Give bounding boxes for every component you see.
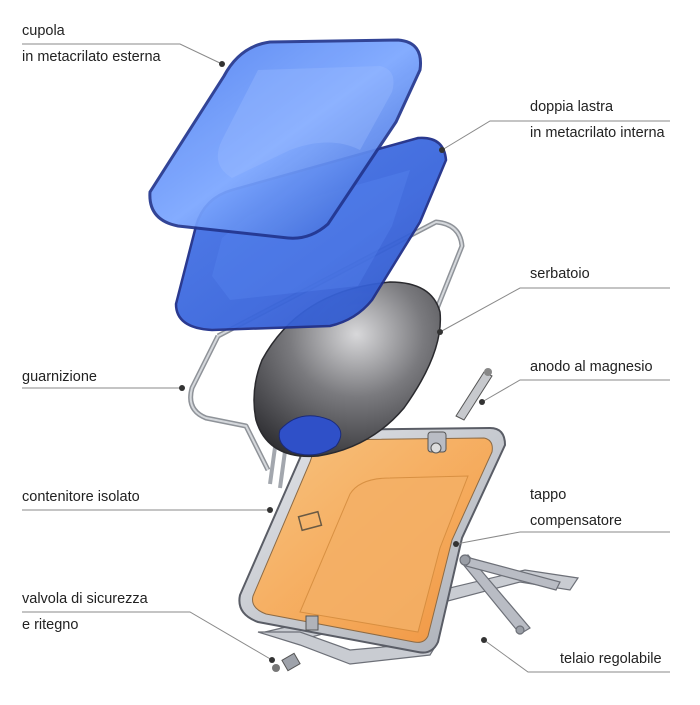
dot-serbatoio xyxy=(437,329,443,335)
magnesium-anode xyxy=(455,368,493,421)
leader-anodo xyxy=(481,379,670,403)
leader-cupola xyxy=(22,43,223,65)
dot-tappo xyxy=(453,541,459,547)
dot-anodo xyxy=(479,399,485,405)
dot-contenitore xyxy=(267,507,273,513)
safety-valve xyxy=(272,615,319,672)
label-valvola: valvola di sicurezza e ritegno xyxy=(22,590,148,634)
label-valvola-line1: valvola di sicurezza xyxy=(22,591,148,607)
leader-tappo xyxy=(455,531,670,545)
label-anodo: anodo al magnesio xyxy=(530,359,653,375)
label-tappo-line2: compensatore xyxy=(530,513,622,529)
label-valvola-line2: e ritegno xyxy=(22,617,79,633)
leader-doppia-lastra xyxy=(441,120,670,151)
insulated-container xyxy=(238,426,507,654)
label-serbatoio: serbatoio xyxy=(530,266,590,282)
outer-dome xyxy=(148,38,423,240)
leader-telaio xyxy=(483,639,670,673)
dot-doppia-lastra xyxy=(439,147,445,153)
leader-serbatoio xyxy=(439,287,670,333)
leader-lines xyxy=(22,43,670,673)
label-doppia-lastra-line2: in metacrilato interna xyxy=(530,125,665,141)
label-cupola-line2: in metacrilato esterna xyxy=(22,49,161,65)
leader-valvola xyxy=(22,611,273,661)
dot-valvola xyxy=(269,657,275,663)
leader-dots xyxy=(179,61,487,663)
gasket xyxy=(188,219,465,489)
label-doppia-lastra: doppia lastra in metacrilato interna xyxy=(530,98,665,142)
label-contenitore: contenitore isolato xyxy=(22,489,140,505)
label-guarnizione: guarnizione xyxy=(22,369,97,385)
dot-guarnizione xyxy=(179,385,185,391)
label-cupola-line1: cupola xyxy=(22,23,65,39)
dot-cupola xyxy=(219,61,225,67)
label-tappo: tappo compensatore xyxy=(530,486,622,530)
dot-telaio xyxy=(481,637,487,643)
label-telaio: telaio regolabile xyxy=(560,651,662,667)
label-tappo-line1: tappo xyxy=(530,487,567,503)
label-cupola: cupola in metacrilato esterna xyxy=(22,22,161,66)
label-doppia-lastra-line1: doppia lastra xyxy=(530,99,614,115)
